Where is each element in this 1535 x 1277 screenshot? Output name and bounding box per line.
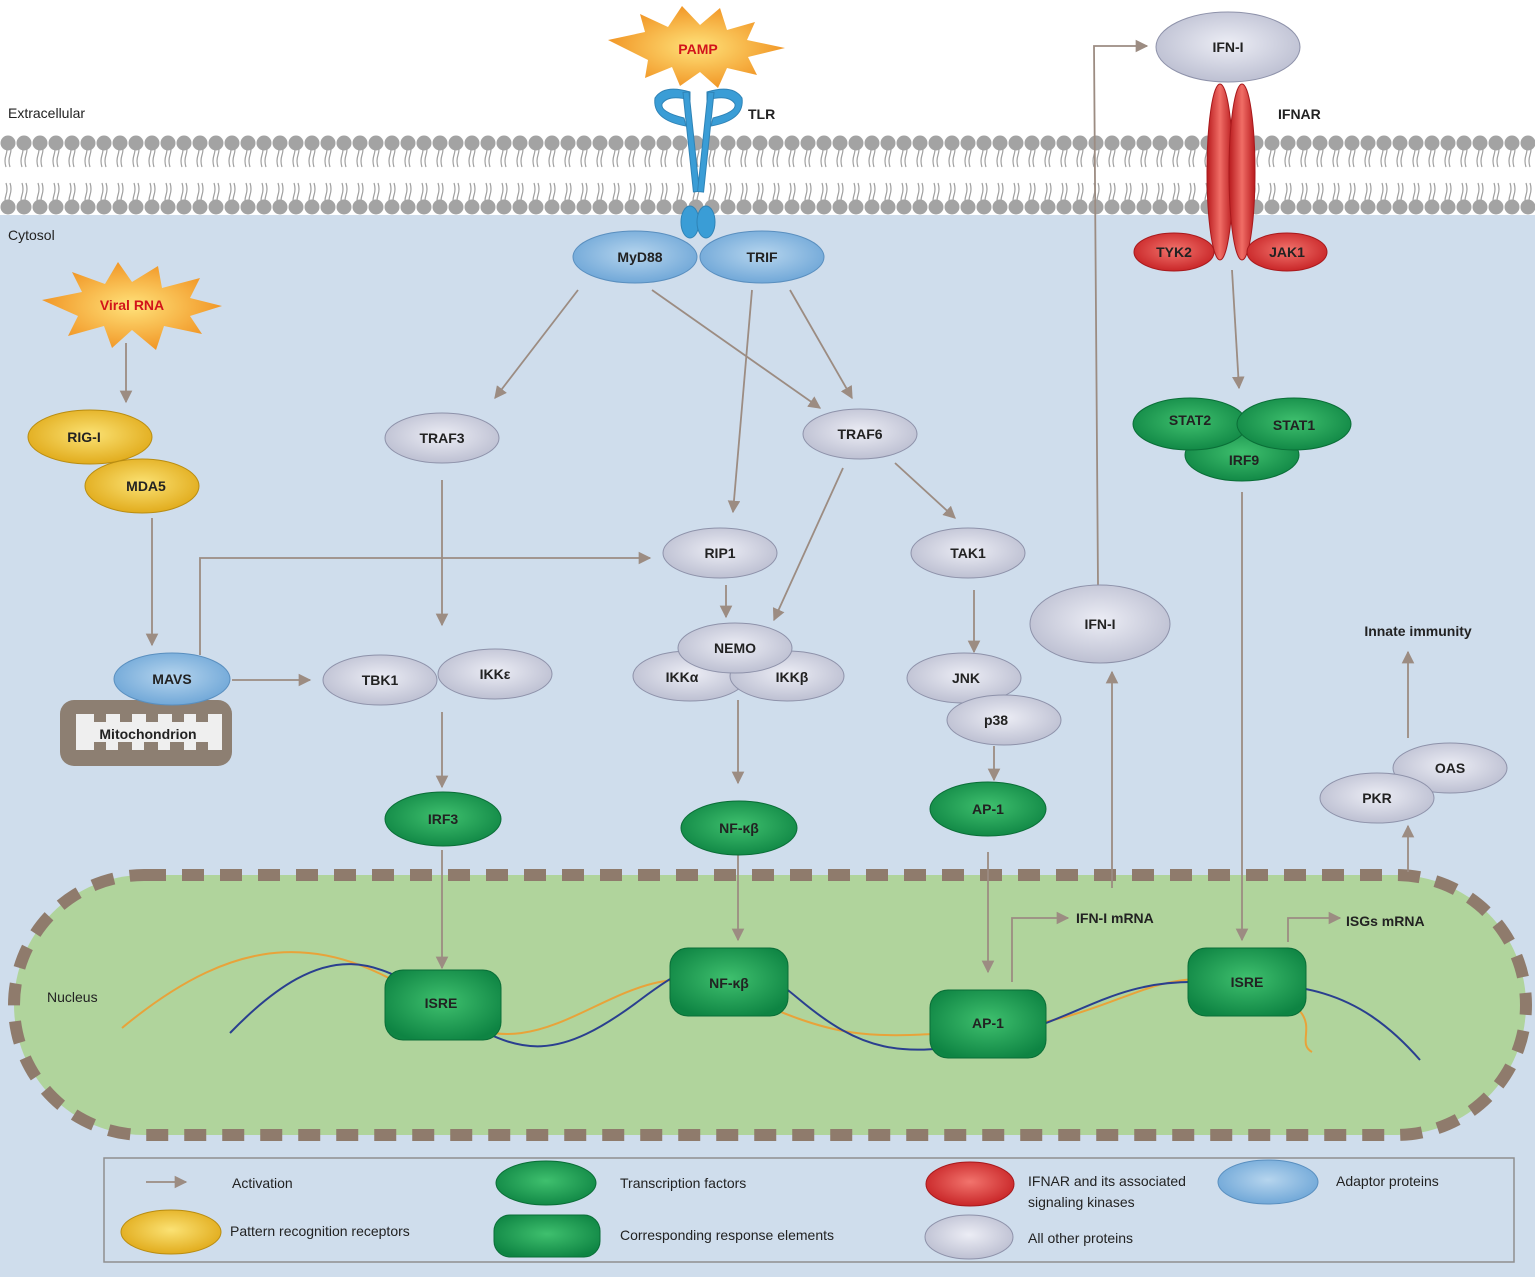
svg-text:IFN-I: IFN-I (1084, 616, 1115, 632)
ifn-i-extracellular: IFN-I (1155, 11, 1301, 83)
jak1-kinase: JAK1 (1246, 232, 1328, 272)
nfkb-factor: NF-κβ (680, 800, 798, 856)
isre-element-1: ISRE (384, 969, 502, 1041)
ikka-label: IKKα (666, 669, 699, 685)
legend-adaptor: Adaptor proteins (1336, 1173, 1439, 1189)
p38-protein: p38 (946, 694, 1062, 746)
irf3-factor: IRF3 (384, 791, 502, 847)
trif-adaptor: TRIF (699, 230, 825, 284)
ifn-i-cytosol: IFN-I (1029, 584, 1171, 664)
legend-transcription-factors: Transcription factors (620, 1175, 746, 1191)
svg-text:MyD88: MyD88 (617, 249, 662, 265)
pkr-protein: PKR (1319, 772, 1435, 824)
legend-prr-swatch (120, 1209, 222, 1255)
legend-response-element-swatch (493, 1214, 601, 1258)
ikkb-label: IKKβ (776, 669, 809, 685)
rig-i-receptor: RIG-I (27, 409, 153, 465)
svg-text:JNK: JNK (952, 670, 980, 686)
tlr-label: TLR (748, 106, 775, 122)
traf6-protein: TRAF6 (802, 408, 918, 460)
svg-text:PKR: PKR (1362, 790, 1392, 806)
viral-rna-label: Viral RNA (100, 297, 164, 313)
myd88-adaptor: MyD88 (572, 230, 698, 284)
svg-text:TRAF6: TRAF6 (837, 426, 882, 442)
legend-ifnar-swatch (925, 1161, 1015, 1207)
svg-text:ISRE: ISRE (1231, 974, 1264, 990)
traf3-protein: TRAF3 (384, 412, 500, 464)
legend-response-elements: Corresponding response elements (620, 1227, 834, 1243)
legend-other-swatch (924, 1214, 1014, 1260)
svg-text:OAS: OAS (1435, 760, 1465, 776)
legend-all-other: All other proteins (1028, 1230, 1133, 1246)
legend-ifnar-line2: signaling kinases (1028, 1194, 1135, 1210)
nfkb-response-element: NF-κβ (669, 947, 789, 1017)
legend-tf-swatch (495, 1160, 597, 1206)
oas-protein: OAS (1392, 742, 1508, 794)
svg-text:NF-κβ: NF-κβ (709, 975, 749, 991)
svg-text:p38: p38 (984, 712, 1008, 728)
legend-adaptor-swatch (1217, 1159, 1319, 1205)
legend: Activation Pattern recognition receptors… (103, 1157, 1515, 1263)
ikk-complex: NEMO IKKα IKKβ (632, 622, 845, 702)
svg-text:AP-1: AP-1 (972, 1015, 1004, 1031)
ifn-mrna-label: IFN-I mRNA (1076, 910, 1154, 926)
tbk1-protein: TBK1 (322, 654, 438, 706)
irf9-label: IRF9 (1229, 452, 1260, 468)
legend-prr: Pattern recognition receptors (230, 1223, 410, 1239)
svg-text:Mitochondrion: Mitochondrion (99, 726, 196, 742)
isgf3-complex: STAT2 STAT1 IRF9 (1132, 397, 1352, 482)
cytosol-label: Cytosol (8, 227, 55, 243)
pamp-stimulus: PAMP (608, 6, 785, 88)
svg-text:RIG-I: RIG-I (67, 429, 100, 445)
svg-text:IFN-I: IFN-I (1212, 39, 1243, 55)
svg-text:JAK1: JAK1 (1269, 244, 1305, 260)
ap1-factor: AP-1 (929, 781, 1047, 837)
svg-text:TBK1: TBK1 (362, 672, 399, 688)
svg-text:RIP1: RIP1 (704, 545, 735, 561)
pamp-label: PAMP (678, 41, 717, 57)
ikke-protein: IKKε (437, 648, 553, 700)
viral-rna-stimulus: Viral RNA (42, 262, 222, 350)
ifnar-label: IFNAR (1278, 106, 1321, 122)
svg-text:ISRE: ISRE (425, 995, 458, 1011)
tlr-receptor (654, 88, 743, 239)
svg-text:TAK1: TAK1 (950, 545, 986, 561)
svg-text:NF-κβ: NF-κβ (719, 820, 759, 836)
tak1-protein: TAK1 (910, 527, 1026, 579)
rip1-protein: RIP1 (662, 527, 778, 579)
isre-element-2: ISRE (1187, 947, 1307, 1017)
svg-text:MDA5: MDA5 (126, 478, 166, 494)
extracellular-label: Extracellular (8, 105, 85, 121)
svg-text:MAVS: MAVS (152, 671, 191, 687)
mitochondrion: Mitochondrion (60, 700, 232, 766)
ifnar-receptor (1206, 83, 1256, 261)
nucleus-label: Nucleus (47, 989, 98, 1005)
nemo-label: NEMO (714, 640, 756, 656)
stat1-label: STAT1 (1273, 417, 1315, 433)
innate-immunity-label: Innate immunity (1364, 623, 1472, 639)
tyk2-kinase: TYK2 (1133, 232, 1215, 272)
svg-text:TRIF: TRIF (746, 249, 778, 265)
jnk-protein: JNK (906, 652, 1022, 704)
svg-text:IRF3: IRF3 (428, 811, 459, 827)
legend-activation: Activation (232, 1175, 293, 1191)
stat2-label: STAT2 (1169, 412, 1211, 428)
svg-text:TRAF3: TRAF3 (419, 430, 464, 446)
ap1-response-element: AP-1 (929, 989, 1047, 1059)
svg-text:TYK2: TYK2 (1156, 244, 1192, 260)
legend-ifnar-line1: IFNAR and its associated (1028, 1173, 1186, 1189)
mavs-adaptor: MAVS (113, 652, 231, 706)
cell-membrane (0, 135, 1535, 215)
svg-text:AP-1: AP-1 (972, 801, 1004, 817)
isgs-mrna-label: ISGs mRNA (1346, 913, 1425, 929)
mda5-receptor: MDA5 (84, 458, 200, 514)
svg-text:IKKε: IKKε (480, 666, 511, 682)
activation-arrows (119, 39, 1415, 982)
